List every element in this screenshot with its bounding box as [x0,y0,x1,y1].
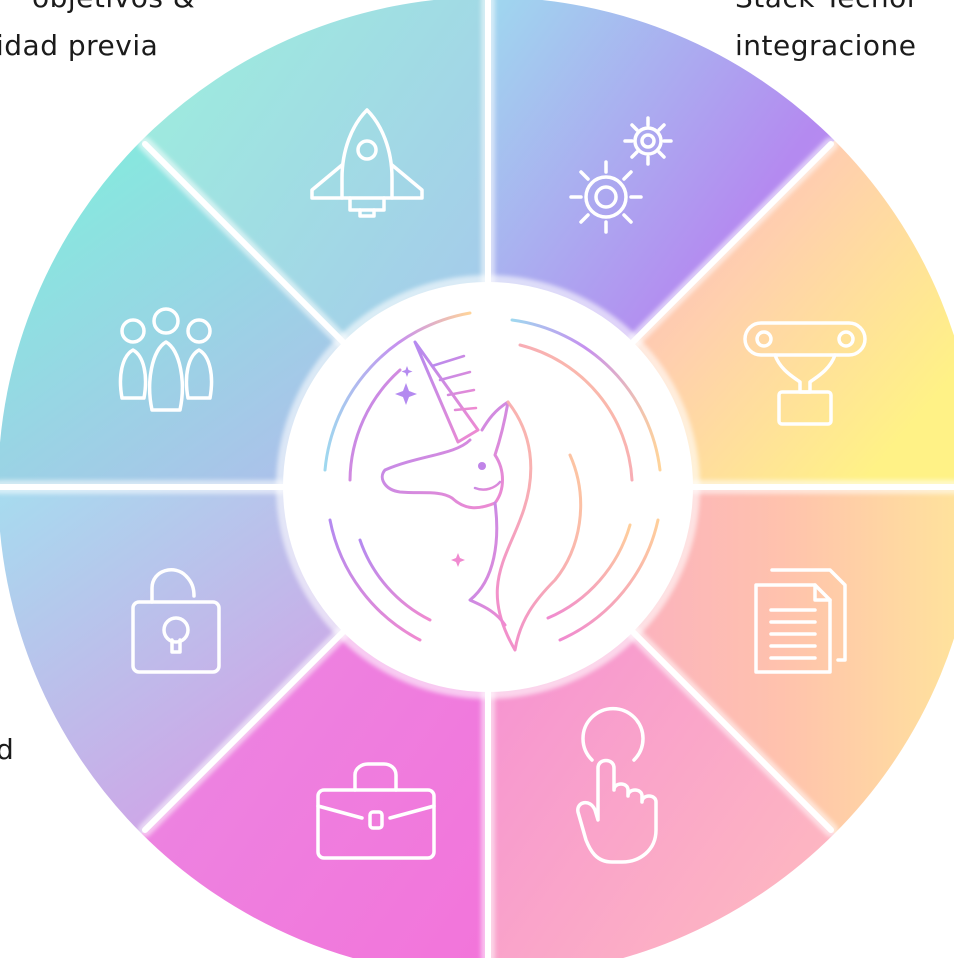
team-icon [118,307,214,412]
pointer-hand-icon [576,706,658,864]
top-right-label-line2: integracione [735,29,917,62]
trophy-icon [743,321,867,426]
top-left-label-line2: idad previa [0,29,159,62]
rocket-icon [310,108,424,218]
padlock-icon [131,568,221,674]
top-right-label-line1: Stack Tecnol [735,0,915,18]
gears-icon [569,116,673,234]
briefcase-icon [316,762,436,860]
top-left-label-line1: objetivos & [32,0,195,18]
documents-icon [754,568,847,674]
center-hub [276,275,700,699]
left-fragment-label: d [0,733,15,766]
unicorn-logo [323,311,662,652]
